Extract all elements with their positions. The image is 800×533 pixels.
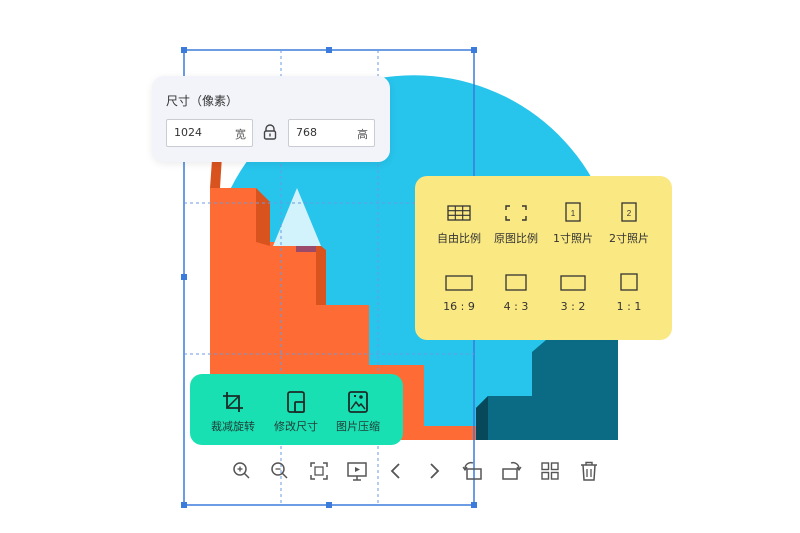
grid-icon — [447, 205, 471, 221]
ratio-1inch-option[interactable]: 1 1寸照片 — [543, 202, 603, 246]
ratio-2inch-option[interactable]: 2 2寸照片 — [599, 202, 659, 246]
ratio-panel: 自由比例 原图比例 1 1寸照片 2 2寸照片 16 — [415, 176, 672, 340]
ratio-1-1-label: 1 : 1 — [616, 300, 642, 313]
fit-screen-icon[interactable] — [307, 459, 331, 483]
ratio-1-1-option[interactable]: 1 : 1 — [599, 272, 659, 313]
ratio-3-2-label: 3 : 2 — [560, 300, 586, 313]
ratio-free-label: 自由比例 — [437, 232, 481, 245]
image-compress-icon — [348, 391, 368, 413]
delete-icon[interactable] — [577, 459, 601, 483]
ratio-16-9-option[interactable]: 16 : 9 — [429, 274, 489, 313]
ratio-original-label: 原图比例 — [494, 232, 538, 245]
image-compress-label: 图片压缩 — [336, 420, 380, 433]
ratio-1inch-label: 1寸照片 — [553, 232, 593, 245]
width-input[interactable]: 1024 宽 — [166, 119, 253, 147]
rotate-left-icon[interactable] — [461, 459, 485, 483]
resize-tool[interactable]: 修改尺寸 — [266, 390, 326, 434]
lock-icon[interactable] — [261, 123, 279, 141]
zoom-in-icon[interactable] — [230, 459, 254, 483]
ratio-free-option[interactable]: 自由比例 — [429, 204, 489, 246]
ratio-16-9-label: 16 : 9 — [443, 300, 475, 313]
slideshow-icon[interactable] — [345, 459, 369, 483]
size-panel: 尺寸（像素） 1024 宽 768 高 — [152, 76, 390, 162]
ratio-original-option[interactable]: 原图比例 — [486, 204, 546, 246]
ratio-2inch-label: 2寸照片 — [609, 232, 649, 245]
height-input[interactable]: 768 高 — [288, 119, 375, 147]
photo-2inch-mark: 2 — [627, 209, 632, 218]
image-compress-tool[interactable]: 图片压缩 — [328, 390, 388, 434]
width-unit: 宽 — [235, 128, 246, 141]
photo-1inch-mark: 1 — [571, 209, 576, 218]
height-unit: 高 — [357, 128, 368, 141]
ratio-4-3-option[interactable]: 4 : 3 — [486, 274, 546, 313]
next-icon[interactable] — [422, 459, 446, 483]
ratio-3-2-icon — [560, 275, 586, 291]
height-value: 768 — [296, 126, 317, 139]
ratio-4-3-label: 4 : 3 — [503, 300, 529, 313]
size-panel-title: 尺寸（像素） — [166, 94, 239, 108]
tools-panel: 裁减旋转 修改尺寸 图片压缩 — [190, 374, 403, 445]
previous-icon[interactable] — [384, 459, 408, 483]
thumbnails-icon[interactable] — [538, 459, 562, 483]
crop-rotate-icon — [223, 392, 243, 412]
ratio-4-3-icon — [505, 274, 527, 291]
width-value: 1024 — [174, 126, 202, 139]
zoom-out-icon[interactable] — [268, 459, 292, 483]
teal-steps — [476, 340, 618, 440]
ratio-1-1-icon — [620, 273, 638, 291]
ratio-3-2-option[interactable]: 3 : 2 — [543, 274, 603, 313]
frame-corners-icon — [505, 205, 527, 221]
photo-1inch-icon: 1 — [565, 202, 581, 222]
resize-label: 修改尺寸 — [274, 420, 318, 433]
crop-rotate-label: 裁减旋转 — [211, 420, 255, 433]
crop-rotate-tool[interactable]: 裁减旋转 — [203, 390, 263, 434]
photo-2inch-icon: 2 — [621, 202, 637, 222]
resize-icon — [287, 391, 305, 413]
ratio-16-9-icon — [445, 275, 473, 291]
rotate-right-icon[interactable] — [499, 459, 523, 483]
